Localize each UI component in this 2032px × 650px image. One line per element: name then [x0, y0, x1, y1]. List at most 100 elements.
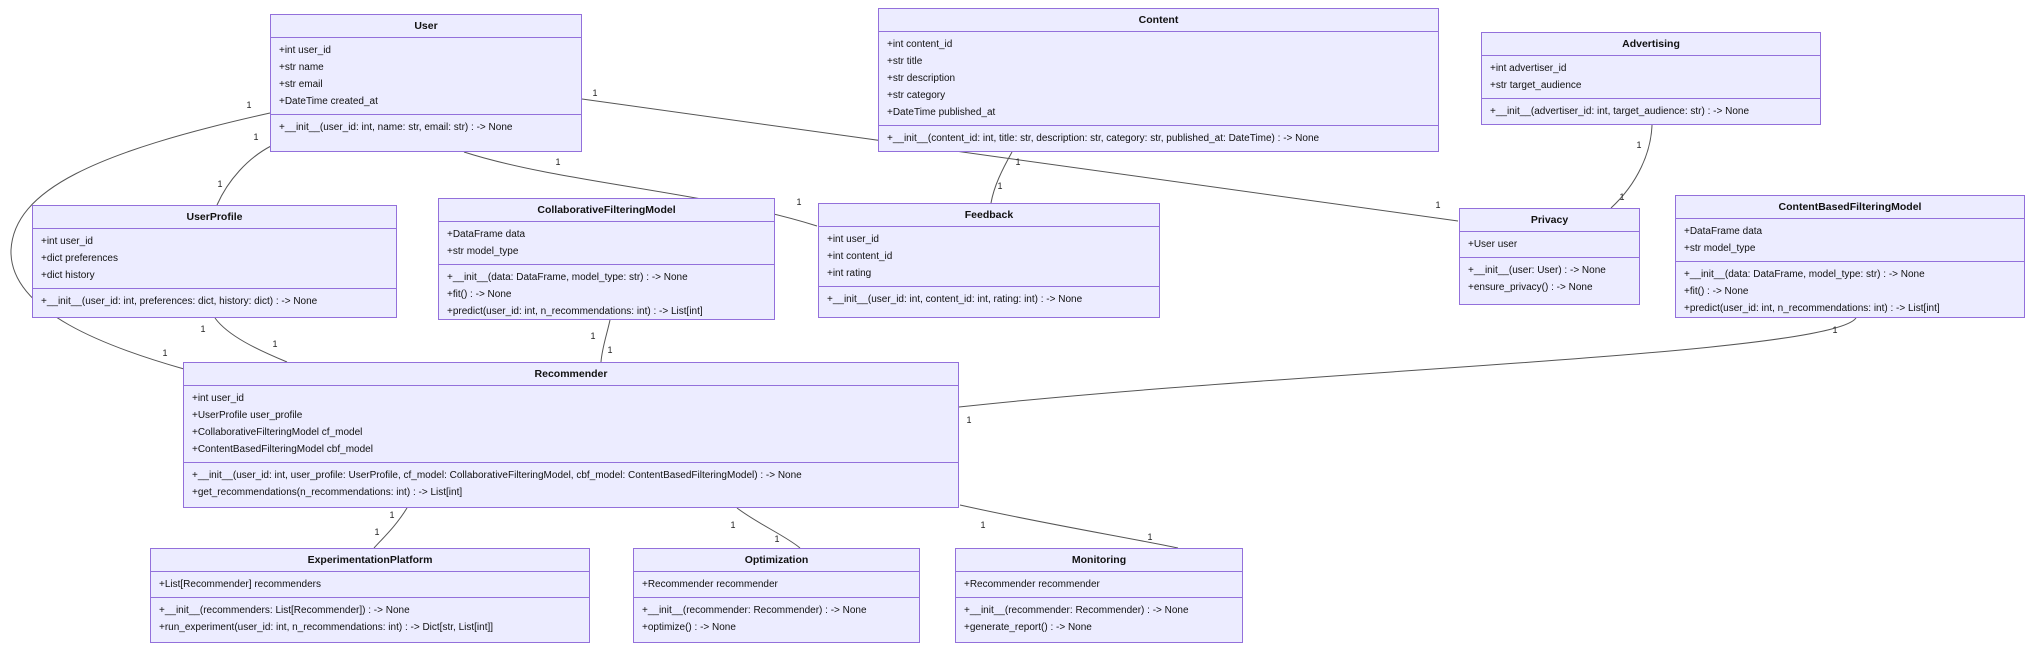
method: +__init__(recommenders: List[Recommender…	[159, 605, 410, 616]
method: +__init__(content_id: int, title: str, d…	[887, 133, 1320, 144]
class-title: Advertising	[1482, 33, 1820, 56]
edge-advertising-privacy	[1610, 124, 1653, 209]
multiplicity-label: 1	[980, 520, 986, 530]
class-title: CollaborativeFilteringModel	[439, 199, 774, 222]
methods-compartment: +__init__(user: User) : -> None +ensure_…	[1460, 257, 1639, 300]
attribute: +int advertiser_id	[1490, 63, 1567, 74]
attribute: +UserProfile user_profile	[192, 410, 303, 421]
attribute: +DateTime created_at	[279, 96, 378, 107]
method: +__init__(recommender: Recommender) : ->…	[964, 605, 1189, 616]
multiplicity-label: 1	[774, 534, 780, 544]
edge-recommender-monitoring	[959, 504, 1179, 549]
multiplicity-label: 1	[555, 157, 561, 167]
method: +predict(user_id: int, n_recommendations…	[447, 306, 703, 317]
multiplicity-label: 1	[1147, 532, 1153, 542]
class-box-optimization: Optimization +Recommender recommender +_…	[633, 548, 920, 643]
attribute: +str model_type	[1684, 243, 1756, 254]
multiplicity-label: 1	[997, 181, 1003, 191]
method: +__init__(user_id: int, content_id: int,…	[827, 294, 1083, 305]
attribute: +str title	[887, 56, 923, 67]
attribute: +List[Recommender] recommenders	[159, 579, 322, 590]
attribute: +User user	[1468, 239, 1518, 250]
attribute: +DateTime published_at	[887, 107, 996, 118]
class-box-feedback: Feedback +int user_id +int content_id +i…	[818, 203, 1160, 318]
multiplicity-label: 1	[246, 100, 252, 110]
method: +get_recommendations(n_recommendations: …	[192, 487, 463, 498]
attributes-compartment: +DataFrame data +str model_type	[439, 222, 774, 264]
class-box-experimentationplatform: ExperimentationPlatform +List[Recommende…	[150, 548, 590, 643]
edge-recommender-cbf	[958, 317, 1857, 408]
method: +__init__(advertiser_id: int, target_aud…	[1490, 106, 1750, 117]
multiplicity-label: 1	[389, 510, 395, 520]
attribute: +str category	[887, 90, 946, 101]
method: +generate_report() : -> None	[964, 622, 1092, 633]
class-box-user: User +int user_id +str name +str email +…	[270, 14, 582, 152]
attribute: +str model_type	[447, 246, 519, 257]
attributes-compartment: +Recommender recommender	[956, 572, 1242, 597]
edge-content-feedback	[990, 151, 1013, 204]
attribute: +int user_id	[279, 45, 331, 56]
class-box-content: Content +int content_id +str title +str …	[878, 8, 1439, 152]
multiplicity-label: 1	[162, 348, 168, 358]
class-title: Privacy	[1460, 209, 1639, 232]
attribute: +int rating	[827, 268, 872, 279]
methods-compartment: +__init__(user_id: int, preferences: dic…	[33, 288, 396, 314]
multiplicity-label: 1	[200, 324, 206, 334]
methods-compartment: +__init__(user_id: int, user_profile: Us…	[184, 462, 958, 505]
class-title: Content	[879, 9, 1438, 32]
method: +predict(user_id: int, n_recommendations…	[1684, 303, 1940, 314]
edge-user-userprofile	[216, 145, 272, 206]
attribute: +ContentBasedFilteringModel cbf_model	[192, 444, 373, 455]
multiplicity-label: 1	[1832, 325, 1838, 335]
attribute: +int user_id	[192, 393, 244, 404]
multiplicity-label: 1	[1619, 192, 1625, 202]
method: +__init__(user_id: int, user_profile: Us…	[192, 470, 802, 481]
multiplicity-label: 1	[730, 520, 736, 530]
class-box-privacy: Privacy +User user +__init__(user: User)…	[1459, 208, 1640, 305]
attribute: +dict history	[41, 270, 95, 281]
class-title: Recommender	[184, 363, 958, 386]
attribute: +Recommender recommender	[642, 579, 778, 590]
multiplicity-label: 1	[607, 345, 613, 355]
attributes-compartment: +int user_id +UserProfile user_profile +…	[184, 386, 958, 462]
multiplicity-label: 1	[1015, 157, 1021, 167]
edge-user-recommender	[10, 112, 271, 370]
multiplicity-label: 1	[374, 527, 380, 537]
methods-compartment: +__init__(content_id: int, title: str, d…	[879, 125, 1438, 151]
class-title: Feedback	[819, 204, 1159, 227]
methods-compartment: +__init__(user_id: int, name: str, email…	[271, 114, 581, 140]
method: +ensure_privacy() : -> None	[1468, 282, 1593, 293]
methods-compartment: +__init__(data: DataFrame, model_type: s…	[1676, 261, 2024, 321]
attribute: +str name	[279, 62, 324, 73]
attribute: +DataFrame data	[447, 229, 526, 240]
method: +__init__(user: User) : -> None	[1468, 265, 1606, 276]
attributes-compartment: +int user_id +str name +str email +DateT…	[271, 38, 581, 114]
class-box-advertising: Advertising +int advertiser_id +str targ…	[1481, 32, 1821, 125]
attribute: +Recommender recommender	[964, 579, 1100, 590]
methods-compartment: +__init__(advertiser_id: int, target_aud…	[1482, 98, 1820, 124]
class-title: Monitoring	[956, 549, 1242, 572]
multiplicity-label: 1	[966, 415, 972, 425]
multiplicity-label: 1	[1435, 200, 1441, 210]
attributes-compartment: +int advertiser_id +str target_audience	[1482, 56, 1820, 98]
edge-recommender-optimization	[736, 507, 801, 549]
method: +__init__(recommender: Recommender) : ->…	[642, 605, 867, 616]
attributes-compartment: +Recommender recommender	[634, 572, 919, 597]
edge-cfm-recommender	[600, 319, 611, 363]
method: +fit() : -> None	[1684, 286, 1749, 297]
multiplicity-label: 1	[592, 88, 598, 98]
attribute: +int user_id	[41, 236, 93, 247]
attributes-compartment: +List[Recommender] recommenders	[151, 572, 589, 597]
attributes-compartment: +int content_id +str title +str descript…	[879, 32, 1438, 125]
class-box-recommender: Recommender +int user_id +UserProfile us…	[183, 362, 959, 508]
class-title: ExperimentationPlatform	[151, 549, 589, 572]
attribute: +str email	[279, 79, 323, 90]
method: +run_experiment(user_id: int, n_recommen…	[159, 622, 494, 633]
attribute: +int user_id	[827, 234, 879, 245]
class-box-userprofile: UserProfile +int user_id +dict preferenc…	[32, 205, 397, 318]
attribute: +int content_id	[827, 251, 893, 262]
multiplicity-label: 1	[272, 339, 278, 349]
edge-userprofile-recommender	[214, 317, 288, 363]
